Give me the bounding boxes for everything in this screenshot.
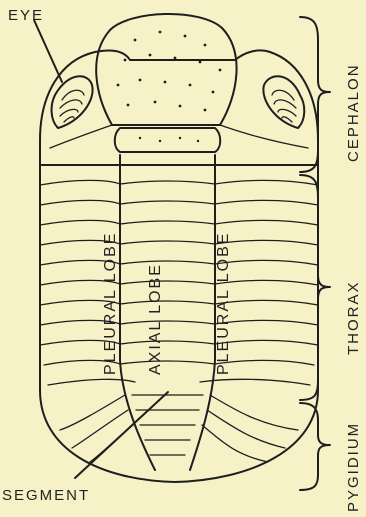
axial-lobe-label: AXIAL LOBE xyxy=(147,263,164,375)
facial-suture-right xyxy=(220,125,308,148)
thorax-label: THORAX xyxy=(345,280,362,355)
right-eye xyxy=(263,76,304,128)
pygidium-ribs xyxy=(60,395,298,462)
cephalon-brace xyxy=(300,17,330,172)
pygidium-label: PYGIDIUM xyxy=(345,422,362,512)
cephalon-label: CEPHALON xyxy=(345,63,362,162)
glabella xyxy=(96,14,236,125)
eye-leader-line xyxy=(34,20,62,82)
trilobite-body xyxy=(40,14,318,482)
segment-leader-line xyxy=(75,392,168,478)
segment-label: SEGMENT xyxy=(2,487,90,504)
pleural-lobe-right-label: PLEURAL LOBE xyxy=(215,232,232,375)
left-eye xyxy=(52,76,93,128)
pleural-lobe-left-label: PLEURAL LOBE xyxy=(102,232,119,375)
thorax-brace xyxy=(300,175,330,400)
cephalon-outline xyxy=(40,50,318,165)
occipital-ring xyxy=(115,128,221,152)
body-outline xyxy=(40,165,318,482)
eye-label: EYE xyxy=(8,7,44,24)
pygidium-brace xyxy=(300,403,330,490)
thoracic-segments xyxy=(40,180,318,385)
